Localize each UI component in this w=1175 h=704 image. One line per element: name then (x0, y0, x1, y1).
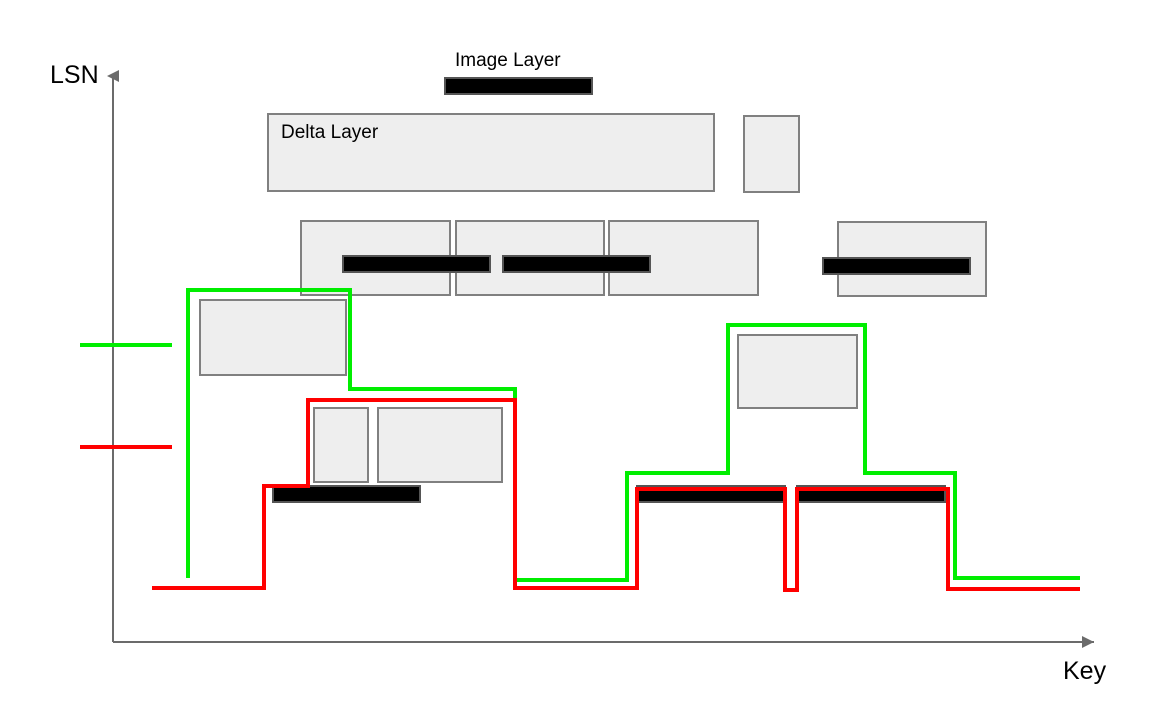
image-bar-lower-left[interactable] (272, 485, 421, 503)
step-lines-group (152, 288, 1080, 592)
delta-box-green-peak-right[interactable] (737, 334, 858, 409)
y-axis-label: LSN (50, 61, 99, 89)
delta-layer-boxes (199, 113, 987, 483)
delta-layer-box-main[interactable] (267, 113, 715, 192)
red-step-line (152, 398, 1080, 592)
image-bar-row3-mid[interactable] (502, 255, 651, 273)
image-layer-bar[interactable] (444, 77, 593, 95)
delta-box-red-wide[interactable] (377, 407, 503, 483)
delta-layer-label: Delta Layer (281, 122, 379, 143)
delta-box-green-plateau-left[interactable] (199, 299, 347, 376)
delta-box-red-small[interactable] (313, 407, 369, 483)
image-bar-row3-right[interactable] (822, 257, 971, 275)
delta-layer-box-right[interactable] (743, 115, 800, 193)
axes-group (107, 70, 1094, 648)
green-step-line (186, 288, 1080, 582)
lsn-tick-group (80, 343, 172, 449)
image-bar-row3-left[interactable] (342, 255, 491, 273)
image-layer-label: Image Layer (455, 50, 561, 71)
x-axis-label: Key (1063, 657, 1107, 685)
